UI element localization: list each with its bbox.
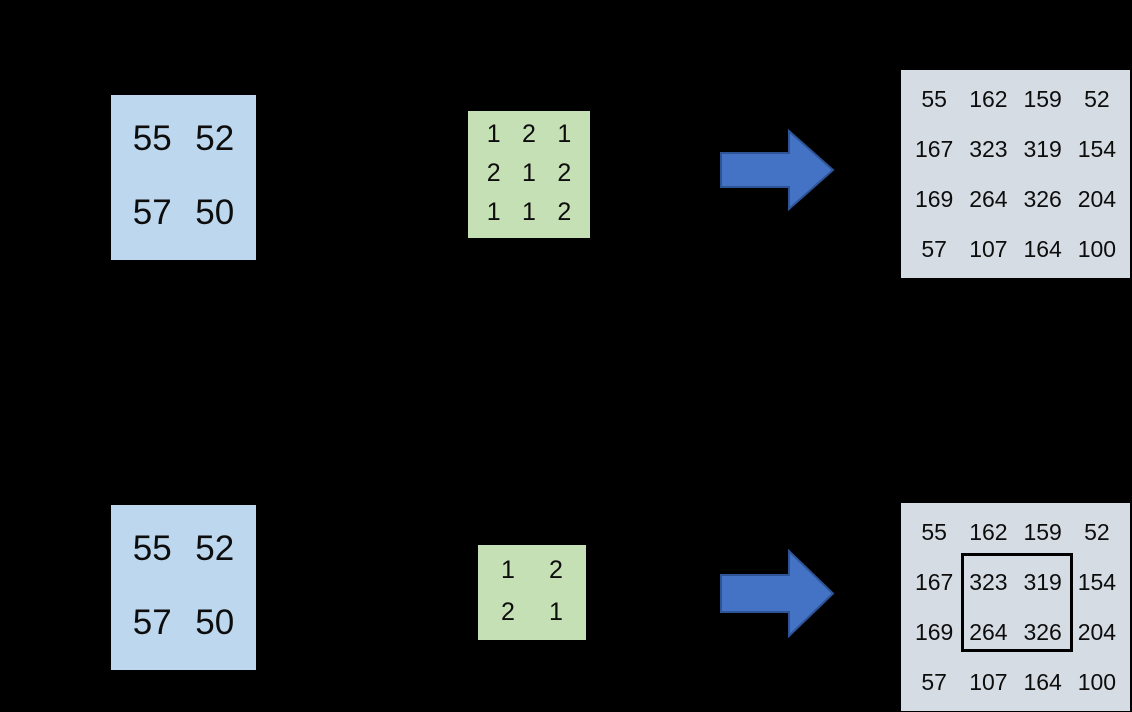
matrix-cell: 2	[486, 159, 501, 187]
matrix-cell: 107	[969, 668, 1008, 695]
matrix-cell: 1	[522, 159, 536, 187]
matrix-cell: 204	[1077, 185, 1117, 212]
matrix-cell: 164	[1023, 235, 1062, 262]
matrix-cell: 1	[486, 120, 501, 148]
matrix-cell: 57	[132, 603, 172, 643]
matrix-cell: 154	[1077, 568, 1117, 595]
kernel-matrix-bottom: 1 2 2 1	[478, 545, 586, 640]
matrix-cell: 169	[914, 185, 954, 212]
input-matrix-top: 55 52 57 50	[111, 95, 256, 260]
matrix-cell: 264	[969, 185, 1008, 212]
matrix-cell: 52	[1084, 518, 1110, 545]
matrix-cell: 323	[969, 135, 1008, 162]
matrix-cell: 107	[969, 235, 1008, 262]
matrix-cell: 57	[921, 235, 947, 262]
matrix-cell: 50	[195, 193, 235, 233]
matrix-cell: 323	[969, 568, 1008, 595]
matrix-cell: 1	[549, 598, 563, 627]
matrix-cell: 1	[522, 198, 536, 226]
matrix-cell: 1	[557, 120, 572, 148]
arrow-right-icon-bottom	[719, 549, 835, 638]
matrix-cell: 326	[1023, 618, 1062, 645]
matrix-cell: 55	[921, 85, 947, 112]
matrix-cell: 167	[914, 568, 954, 595]
matrix-cell: 204	[1077, 618, 1117, 645]
matrix-cell: 52	[195, 118, 235, 158]
matrix-cell: 55	[132, 118, 172, 158]
matrix-cell: 162	[969, 85, 1008, 112]
matrix-cell: 159	[1023, 85, 1062, 112]
matrix-cell: 100	[1077, 668, 1117, 695]
arrow-right-icon-top	[719, 129, 835, 211]
kernel-matrix-top: 1 2 1 2 1 2 1 1 2	[468, 111, 590, 238]
matrix-cell: 52	[195, 528, 235, 568]
matrix-cell: 319	[1023, 135, 1062, 162]
matrix-cell: 159	[1023, 518, 1062, 545]
matrix-cell: 55	[921, 518, 947, 545]
matrix-cell: 326	[1023, 185, 1062, 212]
matrix-cell: 2	[522, 120, 536, 148]
matrix-cell: 50	[195, 603, 235, 643]
matrix-cell: 55	[132, 528, 172, 568]
matrix-cell: 2	[549, 555, 563, 584]
matrix-cell: 162	[969, 518, 1008, 545]
matrix-cell: 1	[501, 555, 515, 584]
matrix-cell: 57	[132, 193, 172, 233]
matrix-cell: 164	[1023, 668, 1062, 695]
matrix-cell: 154	[1077, 135, 1117, 162]
input-matrix-bottom: 55 52 57 50	[111, 505, 256, 670]
matrix-cell: 319	[1023, 568, 1062, 595]
matrix-cell: 2	[501, 598, 515, 627]
matrix-cell: 169	[914, 618, 954, 645]
matrix-cell: 264	[969, 618, 1008, 645]
matrix-cell: 100	[1077, 235, 1117, 262]
matrix-cell: 57	[921, 668, 947, 695]
output-matrix-top: 55 162 159 52 167 323 319 154 169 264 32…	[901, 70, 1130, 278]
matrix-cell: 2	[557, 159, 572, 187]
matrix-cell: 2	[557, 198, 572, 226]
output-matrix-bottom: 55 162 159 52 167 323 319 154 169 264 32…	[901, 503, 1130, 711]
matrix-cell: 167	[914, 135, 954, 162]
matrix-cell: 1	[486, 198, 501, 226]
matrix-cell: 52	[1084, 85, 1110, 112]
